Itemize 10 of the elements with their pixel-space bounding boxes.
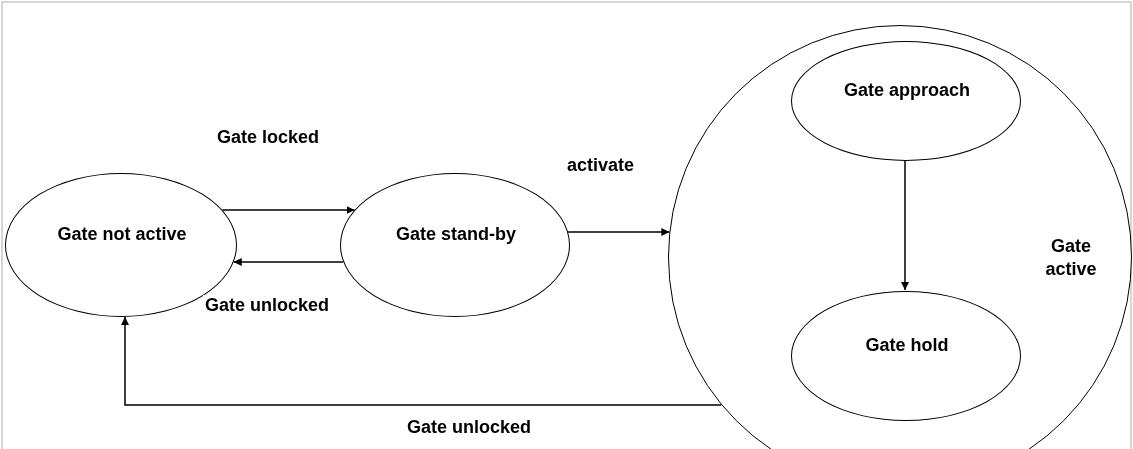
state-label: Gate active — [1044, 235, 1098, 281]
arrow — [567, 228, 671, 236]
arrow — [121, 316, 723, 406]
state-label: Gate approach — [842, 79, 971, 102]
state-label: Gate not active — [56, 223, 188, 246]
state-label: Gate stand-by — [395, 223, 517, 246]
arrow — [232, 258, 344, 266]
arrow — [901, 159, 909, 291]
arrow — [221, 206, 356, 214]
state-label: Gate hold — [864, 334, 950, 357]
